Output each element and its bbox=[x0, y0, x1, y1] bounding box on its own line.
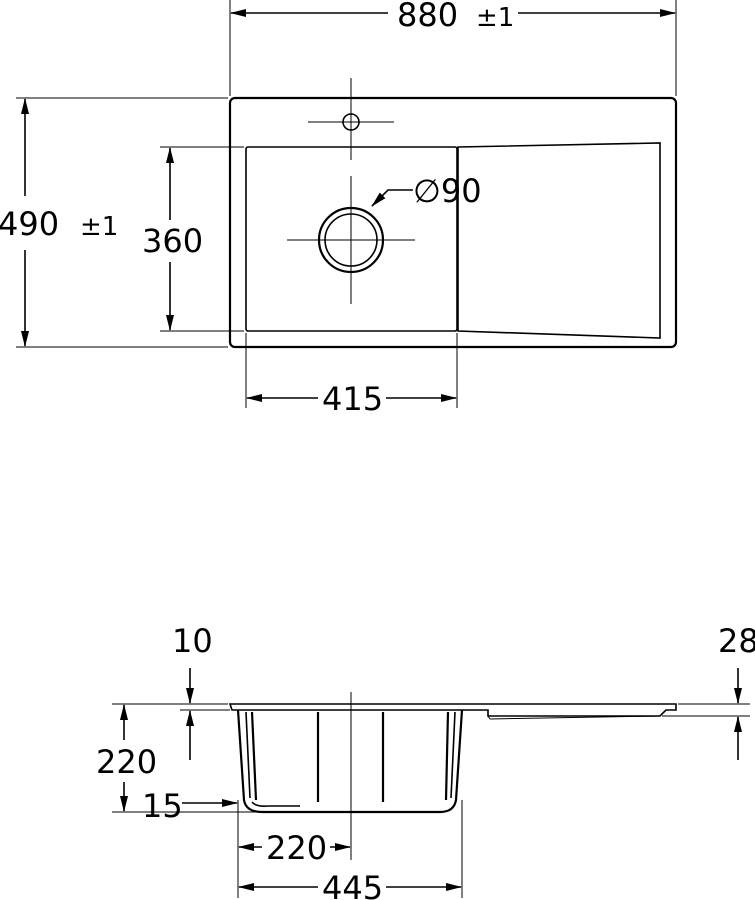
bowl-width-label: 415 bbox=[322, 380, 383, 418]
overall-width-label: 880 bbox=[397, 0, 458, 34]
bowl-height-label: 360 bbox=[142, 222, 203, 260]
sink-outline bbox=[228, 96, 678, 349]
overall-width-tolerance: ±1 bbox=[476, 3, 514, 33]
overall-height-label: 490 bbox=[0, 205, 59, 243]
bowl-depth-label: 220 bbox=[96, 743, 157, 781]
drain-offset-label: 220 bbox=[266, 829, 327, 867]
top-view: ∅90 880 ±1 490 ±1 360 415 bbox=[0, 0, 678, 418]
bowl-wall-right bbox=[439, 709, 464, 814]
drainer-depth-label: 28 bbox=[718, 622, 755, 660]
drain-diameter-label: ∅90 bbox=[413, 172, 482, 210]
drainer-outline bbox=[457, 142, 661, 339]
overall-height-tolerance: ±1 bbox=[80, 212, 118, 242]
diameter-leader bbox=[371, 189, 413, 207]
wall-offset-label: 15 bbox=[142, 787, 183, 825]
section-view: 10 28 220 15 220 445 bbox=[96, 622, 755, 900]
rim-slab bbox=[228, 703, 677, 717]
section-bowl-width-label: 445 bbox=[322, 869, 383, 900]
rim-thickness-label: 10 bbox=[172, 622, 213, 660]
